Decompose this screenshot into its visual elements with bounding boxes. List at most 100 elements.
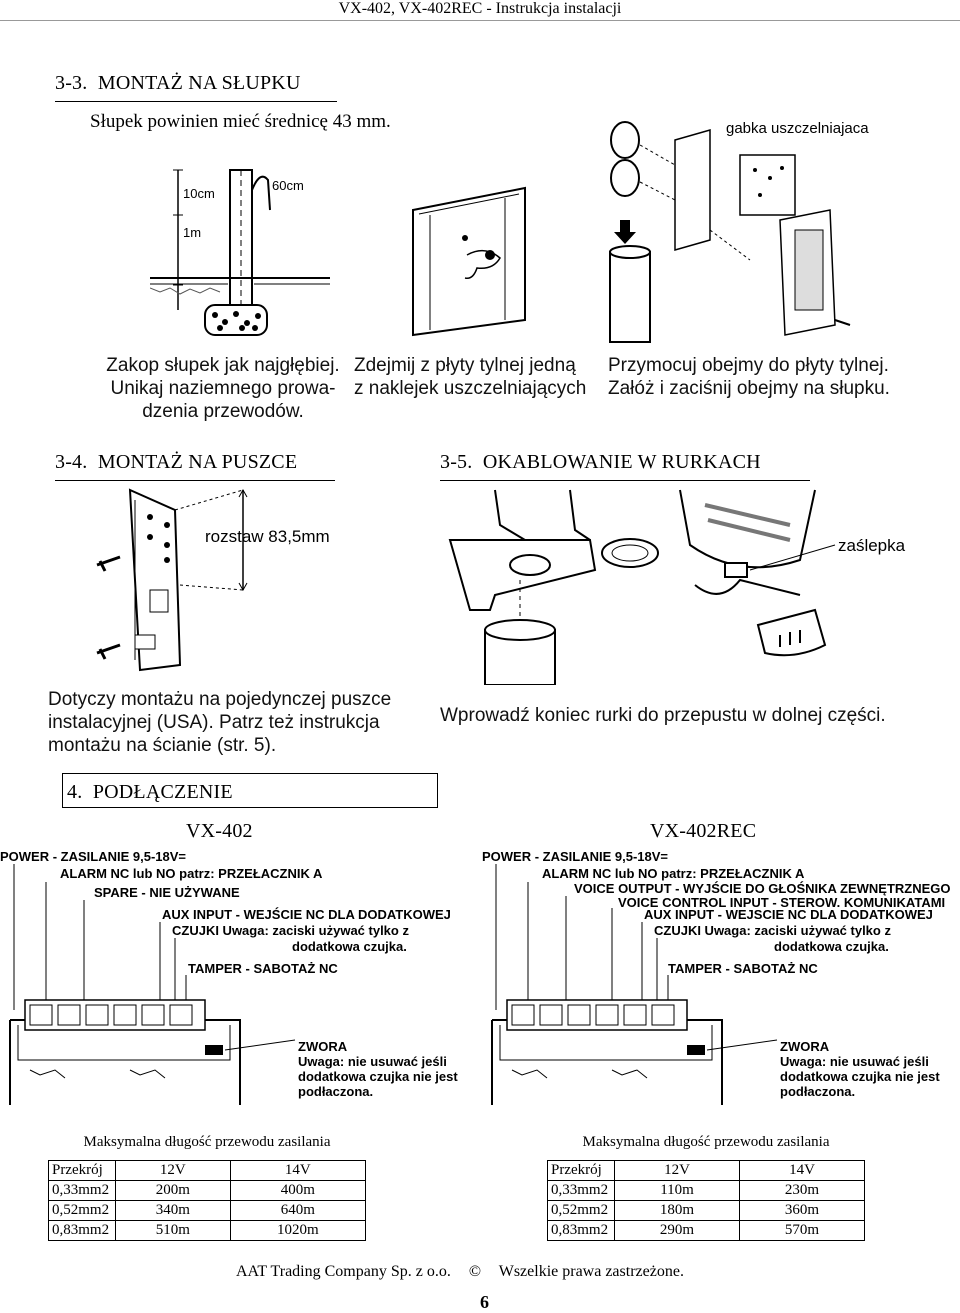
table-right-cable-length: Przekrój 12V 14V 0,33mm2 110m 230m 0,52m… xyxy=(547,1160,865,1241)
figure-terminal-block-vx402rec xyxy=(491,864,778,1105)
footer: AAT Trading Company Sp. z o.o. © Wszelki… xyxy=(236,1263,684,1281)
table-header-cell: 14V xyxy=(739,1160,865,1181)
label-alarm: ALARM NC lub NO patrz: PRZEŁACZNIK A xyxy=(542,866,805,881)
label-zwora-note3: podłaczona. xyxy=(298,1084,374,1099)
table-row: 0,33mm2 110m 230m xyxy=(547,1180,865,1201)
section-3-3-heading: 3-3. MONTAŻ NA SŁUPKU xyxy=(55,72,301,95)
section-3-3-intro: Słupek powinien mieć średnicę 43 mm. xyxy=(90,111,391,132)
label-zaslepka: zaślepka xyxy=(838,536,906,555)
section-number: 3-4. xyxy=(55,451,88,473)
section-title: MONTAŻ NA PUSZCE xyxy=(97,451,298,473)
model-vx402rec-title: VX-402REC xyxy=(650,820,757,842)
section-3-4-heading: 3-4. MONTAŻ NA PUSZCE xyxy=(55,451,297,474)
label-zwora: ZWORA xyxy=(780,1039,830,1054)
label-tamper: TAMPER - SABOTAŻ NC xyxy=(188,961,338,976)
caption-conduit: Wprowadź koniec rurki do przepustu w dol… xyxy=(440,705,886,726)
table-header-row: Przekrój 12V 14V xyxy=(48,1160,367,1181)
section-number: 3-3. xyxy=(55,72,88,94)
footer-rights: Wszelkie prawa zastrzeżone. xyxy=(498,1263,684,1280)
table-header-cell: 14V xyxy=(229,1160,367,1181)
section-3-3-underline xyxy=(55,101,337,102)
section-4-box: 4. PODŁĄCZENIE xyxy=(62,773,438,808)
caption-line: Dotyczy montażu na pojedynczej puszce xyxy=(48,689,392,710)
label-power: POWER - ZASILANIE 9,5-18V= xyxy=(482,849,669,864)
caption-clamps: Przymocuj obejmy do płyty tylnej. Załóż … xyxy=(608,354,890,400)
footer-company: AAT Trading Company Sp. z o.o. xyxy=(236,1263,451,1280)
header-rule xyxy=(0,20,960,21)
label-gabka: gabka uszczelniajaca xyxy=(726,120,869,137)
table-cell: 0,52mm2 xyxy=(547,1200,615,1221)
table-cell: 110m xyxy=(614,1180,740,1201)
caption-line: Zdejmij z płyty tylnej jedną xyxy=(354,355,576,376)
table-header-row: Przekrój 12V 14V xyxy=(547,1160,865,1181)
label-zwora-note3: podłaczona. xyxy=(780,1084,856,1099)
label-tamper: TAMPER - SABOTAŻ NC xyxy=(668,961,818,976)
figure-conduit-wiring xyxy=(448,489,836,685)
label-alarm: ALARM NC lub NO patrz: PRZEŁACZNIK A xyxy=(60,866,323,881)
table-cell: 0,52mm2 xyxy=(48,1200,116,1221)
label-spare: SPARE - NIE UŻYWANE xyxy=(94,885,240,900)
table-header-cell: 12V xyxy=(614,1160,740,1181)
table-row: 0,83mm2 510m 1020m xyxy=(48,1220,367,1241)
caption-line: Przymocuj obejmy do płyty tylnej. xyxy=(608,355,889,376)
figure-pole-clamps xyxy=(609,121,851,343)
section-3-5-heading: 3-5. OKABLOWANIE W RURKACH xyxy=(440,451,761,474)
figure-terminal-block-vx402 xyxy=(9,864,296,1105)
caption-pole-burial: Zakop słupek jak najgłębiej. Unikaj nazi… xyxy=(103,354,343,423)
table-cell: 0,33mm2 xyxy=(547,1180,615,1201)
label-zwora-note1: Uwaga: nie usuwać jeśli xyxy=(780,1054,929,1069)
label-zwora-note1: Uwaga: nie usuwać jeśli xyxy=(298,1054,447,1069)
table-right-title: Maksymalna długość przewodu zasilania xyxy=(582,1134,830,1150)
table-cell: 0,83mm2 xyxy=(48,1220,116,1241)
table-cell: 510m xyxy=(115,1220,231,1241)
table-row: 0,83mm2 290m 570m xyxy=(547,1220,865,1241)
label-zwora: ZWORA xyxy=(298,1039,348,1054)
label-10cm: 10cm xyxy=(183,186,215,201)
copyright-icon: © xyxy=(468,1263,481,1280)
caption-line: Unikaj naziemnego prowa- xyxy=(110,378,336,399)
section-title: MONTAŻ NA SŁUPKU xyxy=(97,72,301,94)
section-number: 4. xyxy=(67,781,83,803)
label-rozstaw: rozstaw 83,5mm xyxy=(205,527,330,546)
caption-line: z naklejek uszczelniających xyxy=(354,378,587,399)
caption-box-mounting: Dotyczy montażu na pojedynczej puszce in… xyxy=(48,688,391,757)
caption-line: dzenia przewodów. xyxy=(142,401,304,422)
section-title: PODŁĄCZENIE xyxy=(92,781,233,803)
label-zwora-note2: dodatkowa czujka nie jest xyxy=(298,1069,458,1084)
label-aux1: AUX INPUT - WEJSCIE NC DLA DODATKOWEJ xyxy=(644,907,933,922)
label-voice-output: VOICE OUTPUT - WYJŚCIE DO GŁOŚNIKA ZEWNĘ… xyxy=(574,881,951,896)
figure-box-mounting xyxy=(96,488,248,672)
label-60cm: 60cm xyxy=(272,178,304,193)
section-4-heading: 4. PODŁĄCZENIE xyxy=(67,781,233,804)
figure-back-plate xyxy=(412,186,526,337)
table-cell: 400m xyxy=(229,1180,367,1201)
table-cell: 200m xyxy=(115,1180,231,1201)
label-aux1: AUX INPUT - WEJŚCIE NC DLA DODATKOWEJ xyxy=(162,907,451,922)
running-header: VX-402, VX-402REC - Instrukcja instalacj… xyxy=(338,0,622,17)
table-header-cell: Przekrój xyxy=(547,1160,615,1181)
table-cell: 1020m xyxy=(229,1220,367,1241)
table-cell: 0,83mm2 xyxy=(547,1220,615,1241)
table-cell: 230m xyxy=(739,1180,865,1201)
table-header-cell: 12V xyxy=(115,1160,231,1181)
table-cell: 340m xyxy=(115,1200,231,1221)
model-vx402-title: VX-402 xyxy=(186,820,253,842)
label-aux3: dodatkowa czujka. xyxy=(774,939,889,954)
section-3-4-underline xyxy=(55,480,335,481)
table-row: 0,52mm2 340m 640m xyxy=(48,1200,367,1221)
page-number: 6 xyxy=(480,1292,489,1312)
caption-line: Załóż i zaciśnij obejmy na słupku. xyxy=(608,378,890,399)
table-row: 0,33mm2 200m 400m xyxy=(48,1180,367,1201)
table-left-title: Maksymalna długość przewodu zasilania xyxy=(83,1134,331,1150)
label-zwora-note2: dodatkowa czujka nie jest xyxy=(780,1069,940,1084)
label-aux3: dodatkowa czujka. xyxy=(292,939,407,954)
table-cell: 570m xyxy=(739,1220,865,1241)
table-cell: 360m xyxy=(739,1200,865,1221)
label-power: POWER - ZASILANIE 9,5-18V= xyxy=(0,849,187,864)
label-aux2: CZUJKI Uwaga: zaciski używać tylko z xyxy=(654,923,891,938)
table-left-cable-length: Przekrój 12V 14V 0,33mm2 200m 400m 0,52m… xyxy=(48,1160,367,1241)
table-header-cell: Przekrój xyxy=(48,1160,116,1181)
section-title: OKABLOWANIE W RURKACH xyxy=(482,451,761,473)
table-cell: 0,33mm2 xyxy=(48,1180,116,1201)
label-voice-control: VOICE CONTROL INPUT - STEROW. KOMUNIKATA… xyxy=(618,895,946,910)
